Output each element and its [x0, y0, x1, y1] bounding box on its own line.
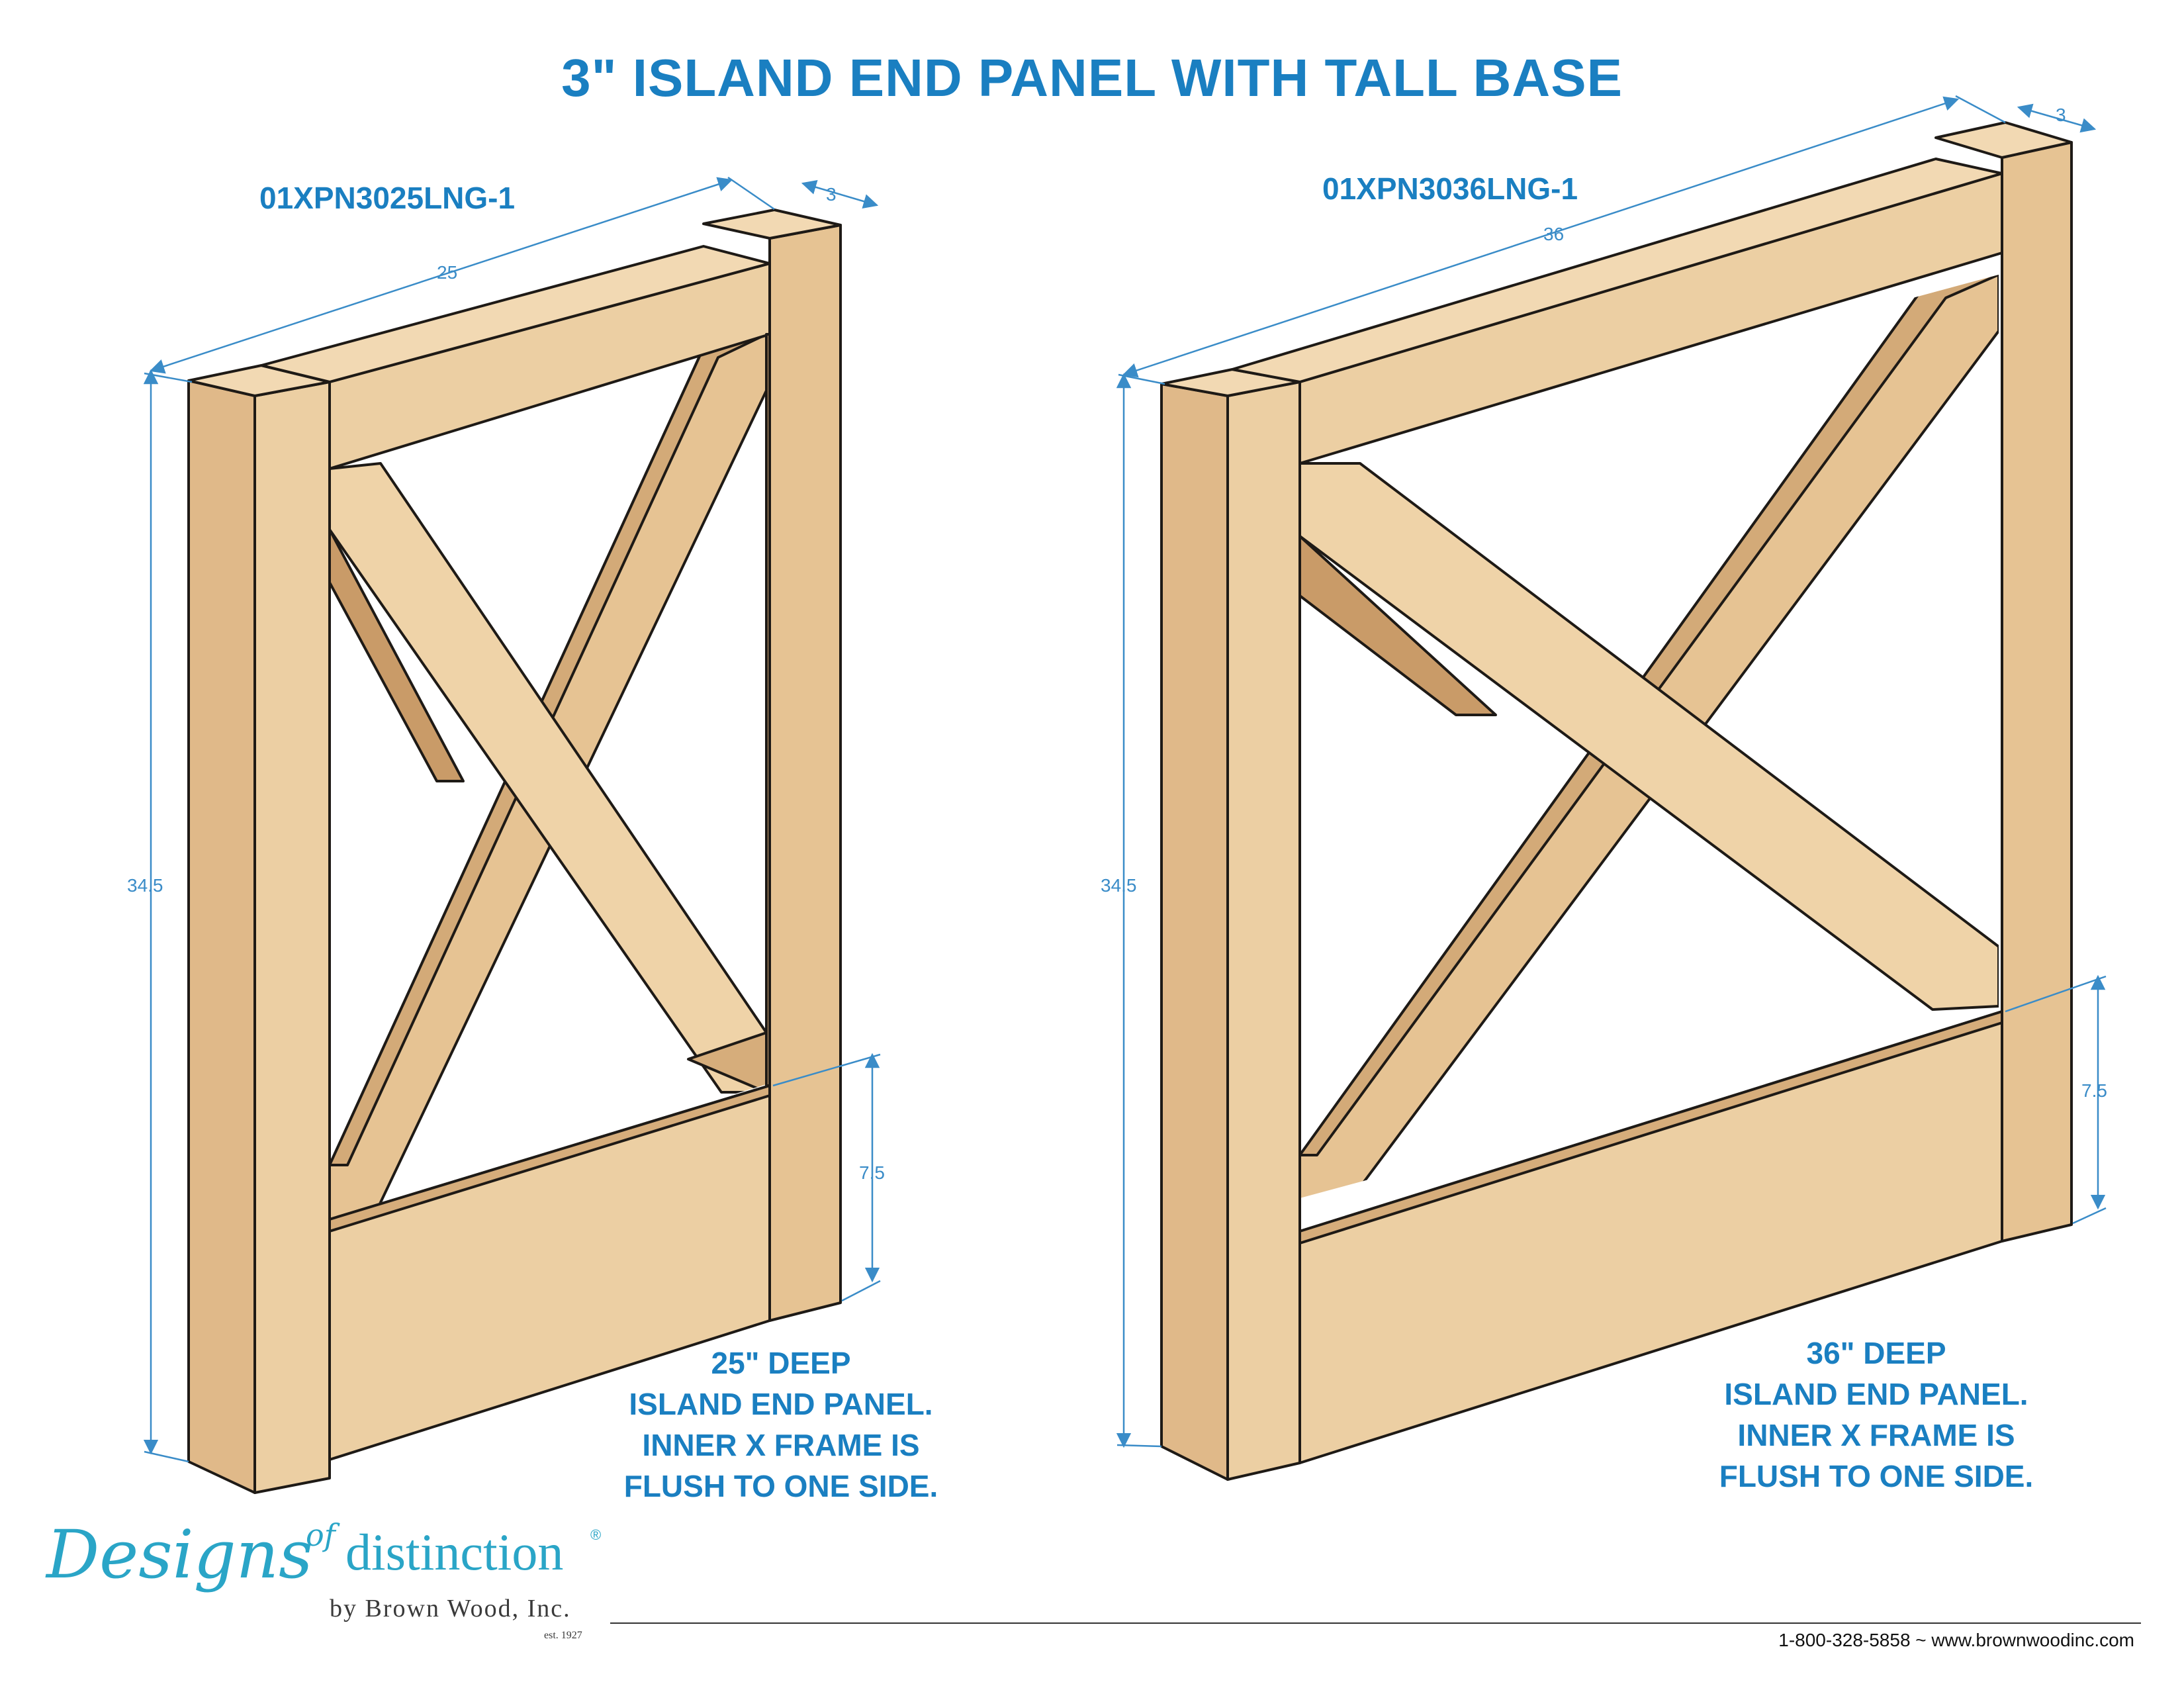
panel-36-drawing [1160, 121, 2073, 1481]
logo-established: est. 1927 [544, 1630, 582, 1641]
panel-36-height-label: 34.5 [1101, 875, 1137, 896]
company-logo: Designs of distinction ® by Brown Wood, … [46, 1516, 615, 1655]
logo-designs: Designs [46, 1516, 313, 1593]
description-line: FLUSH TO ONE SIDE. [1719, 1459, 2034, 1493]
logo-of: of [306, 1517, 336, 1553]
panel-25-height-label: 34.5 [127, 875, 163, 896]
x-brace-front-r [1300, 462, 1999, 1011]
description-line: FLUSH TO ONE SIDE. [623, 1469, 938, 1503]
stile-right-top-r [1934, 121, 2073, 159]
description-line: ISLAND END PANEL. [629, 1387, 933, 1421]
stile-right-inner [765, 333, 771, 1087]
stile-right-front-r [2001, 141, 2073, 1243]
panel-25-dimensions [143, 176, 881, 1463]
panel-25-code: 01XPN3025LNG-1 [259, 181, 516, 215]
panel-36-depth-label: 36 [1543, 224, 1565, 244]
stile-left-front-r [1226, 381, 1301, 1481]
logo-byline: by Brown Wood, Inc. [330, 1595, 571, 1622]
x-brace-front [330, 462, 766, 1094]
panel-25-drawing [187, 209, 842, 1494]
x-brace-front-r-shade [1300, 535, 1497, 716]
stile-right-front [768, 224, 842, 1322]
x-brace-front-shade [330, 528, 465, 782]
description-line: INNER X FRAME IS [1737, 1418, 2015, 1452]
description-line: INNER X FRAME IS [642, 1428, 920, 1462]
description-line: 25" DEEP [711, 1346, 851, 1380]
panel-25-thickness-label: 3 [826, 184, 837, 205]
panel-36-base-label: 7.5 [2081, 1080, 2107, 1101]
logo-distinction: distinction [345, 1523, 564, 1581]
description-line: ISLAND END PANEL. [1724, 1377, 2028, 1411]
panel-36-code: 01XPN3036LNG-1 [1322, 171, 1578, 206]
panel-25-base-label: 7.5 [859, 1162, 885, 1183]
stile-right-top [702, 209, 842, 240]
panel-36-description: 36" DEEP ISLAND END PANEL. INNER X FRAME… [1678, 1333, 2075, 1497]
stile-left-side [187, 379, 256, 1494]
footer-contact: 1-800-328-5858 ~ www.brownwoodinc.com [1778, 1630, 2134, 1650]
panel-25-description: 25" DEEP ISLAND END PANEL. INNER X FRAME… [582, 1342, 979, 1507]
panel-36-dimensions [1116, 95, 2107, 1448]
registered-mark-icon: ® [590, 1526, 602, 1543]
panel-36-thickness-label: 3 [2056, 105, 2066, 125]
panel-25-depth-label: 25 [437, 262, 458, 283]
description-line: 36" DEEP [1806, 1336, 1946, 1370]
stile-left-front [253, 381, 331, 1494]
stile-left-side-r [1160, 383, 1229, 1481]
